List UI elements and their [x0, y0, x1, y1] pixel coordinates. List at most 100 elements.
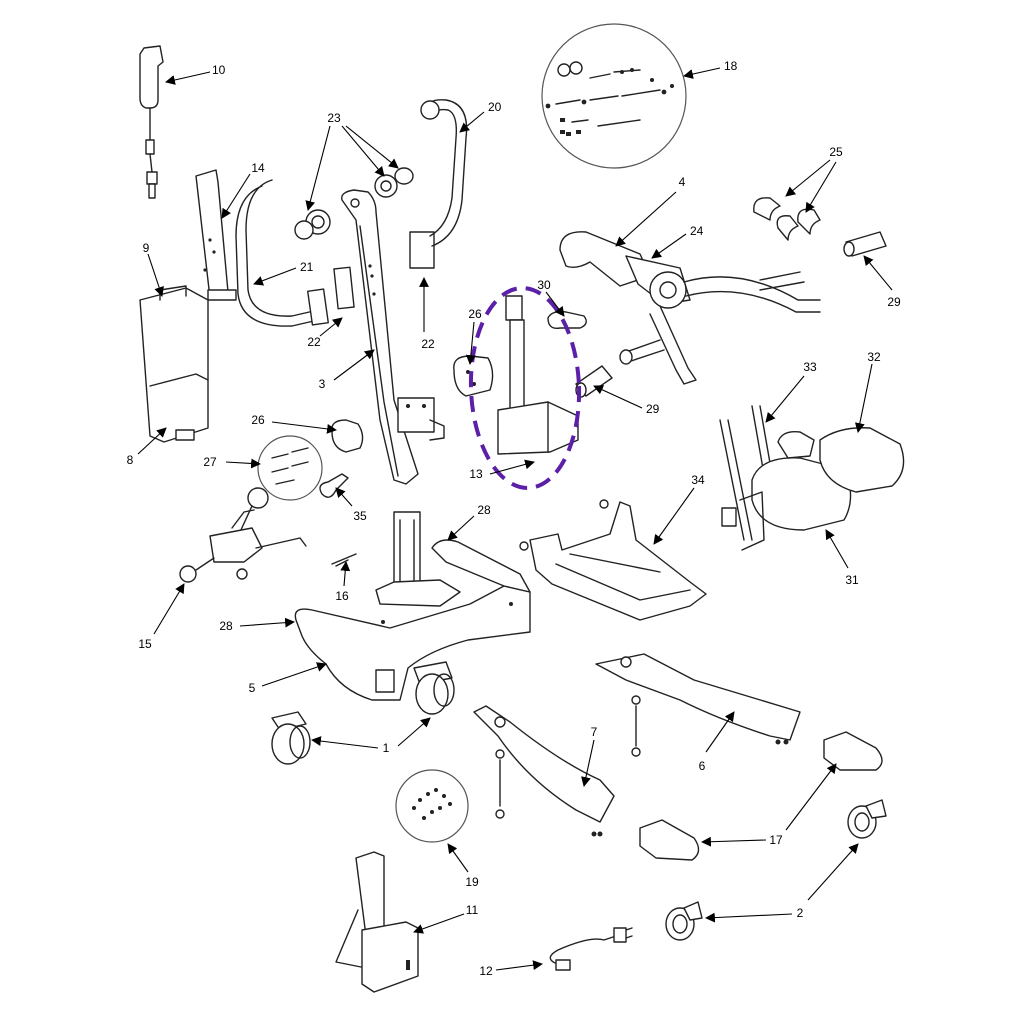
callout-4: 4 — [615, 175, 686, 247]
leg-part-right — [595, 653, 801, 757]
callout-19: 19 — [447, 843, 479, 889]
callout-label: 4 — [679, 175, 686, 189]
callout-label: 8 — [127, 453, 134, 467]
callout-23: 23 — [305, 111, 399, 211]
charger-stand-part — [335, 851, 419, 993]
callout-11: 11 — [413, 903, 479, 934]
callout-26a: 26 — [465, 307, 482, 365]
callout-28a: 28 — [447, 503, 491, 541]
callout-26b: 26 — [251, 413, 337, 434]
callout-layer: 10 14 9 8 23 21 22 22 3 20 18 4 24 25 29… — [127, 59, 901, 978]
curved-tube-part — [235, 179, 319, 327]
callout-5: 5 — [249, 662, 327, 695]
callout-13: 13 — [469, 459, 535, 481]
pin-part — [331, 553, 357, 567]
callout-label: 10 — [212, 63, 226, 77]
callout-9: 9 — [143, 241, 164, 297]
hook-parts — [753, 197, 821, 241]
callout-label: 12 — [479, 964, 493, 978]
plate-part-b — [409, 231, 435, 269]
callout-6: 6 — [699, 711, 735, 773]
seat-frame-part — [519, 499, 707, 621]
callout-label: 21 — [300, 260, 314, 274]
callout-33: 33 — [765, 360, 817, 423]
callout-28b: 28 — [219, 617, 295, 633]
rear-caster-part-b — [665, 901, 703, 941]
leg-cap-part-a — [823, 731, 883, 771]
callout-label: 29 — [887, 295, 901, 309]
callout-35: 35 — [335, 487, 367, 523]
seat-sling-part — [719, 405, 905, 551]
callout-label: 30 — [537, 278, 551, 292]
screws-inset — [395, 769, 469, 843]
callout-24: 24 — [651, 224, 704, 259]
callout-2: 2 — [705, 843, 859, 923]
callout-label: 15 — [138, 637, 152, 651]
callout-label: 24 — [690, 224, 704, 238]
callout-32: 32 — [854, 350, 881, 433]
callout-21: 21 — [253, 260, 314, 286]
callout-1: 1 — [311, 717, 431, 755]
callout-label: 25 — [829, 145, 843, 159]
callout-label: 22 — [307, 335, 321, 349]
callout-label: 11 — [466, 903, 479, 917]
small-hardware-inset — [257, 435, 323, 501]
callout-label: 6 — [699, 759, 706, 773]
actuator-part — [497, 295, 579, 455]
callout-label: 26 — [468, 307, 482, 321]
callout-25: 25 — [785, 145, 843, 213]
callout-label: 29 — [646, 402, 660, 416]
callout-label: 2 — [797, 906, 804, 920]
callout-18: 18 — [683, 59, 738, 79]
callout-label: 3 — [319, 377, 326, 391]
callout-label: 34 — [691, 473, 705, 487]
callout-label: 16 — [335, 589, 349, 603]
callout-20: 20 — [459, 100, 502, 133]
callout-8: 8 — [127, 427, 167, 467]
callout-label: 9 — [143, 241, 150, 255]
callout-16: 16 — [335, 561, 351, 603]
lever-part — [319, 473, 349, 498]
highlight-ellipse — [468, 286, 582, 490]
callout-15: 15 — [138, 583, 185, 651]
callout-label: 32 — [867, 350, 881, 364]
base-chassis-part — [294, 511, 531, 701]
battery-housing-part — [139, 285, 209, 443]
callout-label: 28 — [477, 503, 491, 517]
motor-cover-part-a — [453, 355, 494, 397]
power-cable-part — [549, 927, 633, 971]
hand-control-part — [139, 45, 164, 199]
callout-30: 30 — [537, 278, 565, 317]
callout-label: 33 — [803, 360, 817, 374]
callout-22a: 22 — [307, 317, 343, 349]
callout-29b: 29 — [593, 385, 660, 416]
rear-caster-part-a — [847, 799, 887, 839]
leg-part-left — [473, 705, 615, 837]
callout-31: 31 — [825, 529, 859, 587]
callout-label: 19 — [465, 875, 479, 889]
callout-27: 27 — [203, 455, 261, 469]
callout-12: 12 — [479, 960, 543, 978]
mounting-bracket-part — [195, 169, 237, 301]
callout-14: 14 — [221, 161, 265, 219]
callout-3: 3 — [319, 349, 375, 391]
callout-7: 7 — [581, 725, 598, 787]
boom-assembly-part — [559, 231, 821, 385]
callout-label: 27 — [203, 455, 217, 469]
callout-label: 26 — [251, 413, 265, 427]
plate-part-a — [333, 266, 355, 310]
caster-part-b — [413, 661, 455, 715]
callout-22b: 22 — [419, 277, 435, 351]
callout-label: 14 — [251, 161, 265, 175]
callout-label: 20 — [488, 100, 502, 114]
callout-label: 7 — [591, 725, 598, 739]
grip-tube-part-a — [843, 231, 887, 257]
control-mechanism-part — [179, 487, 307, 583]
callout-label: 1 — [383, 741, 390, 755]
leg-cap-part-b — [639, 819, 700, 861]
callout-17: 17 — [701, 763, 837, 847]
callout-label: 18 — [724, 59, 738, 73]
callout-10: 10 — [165, 63, 226, 85]
grommet-parts — [294, 167, 414, 240]
